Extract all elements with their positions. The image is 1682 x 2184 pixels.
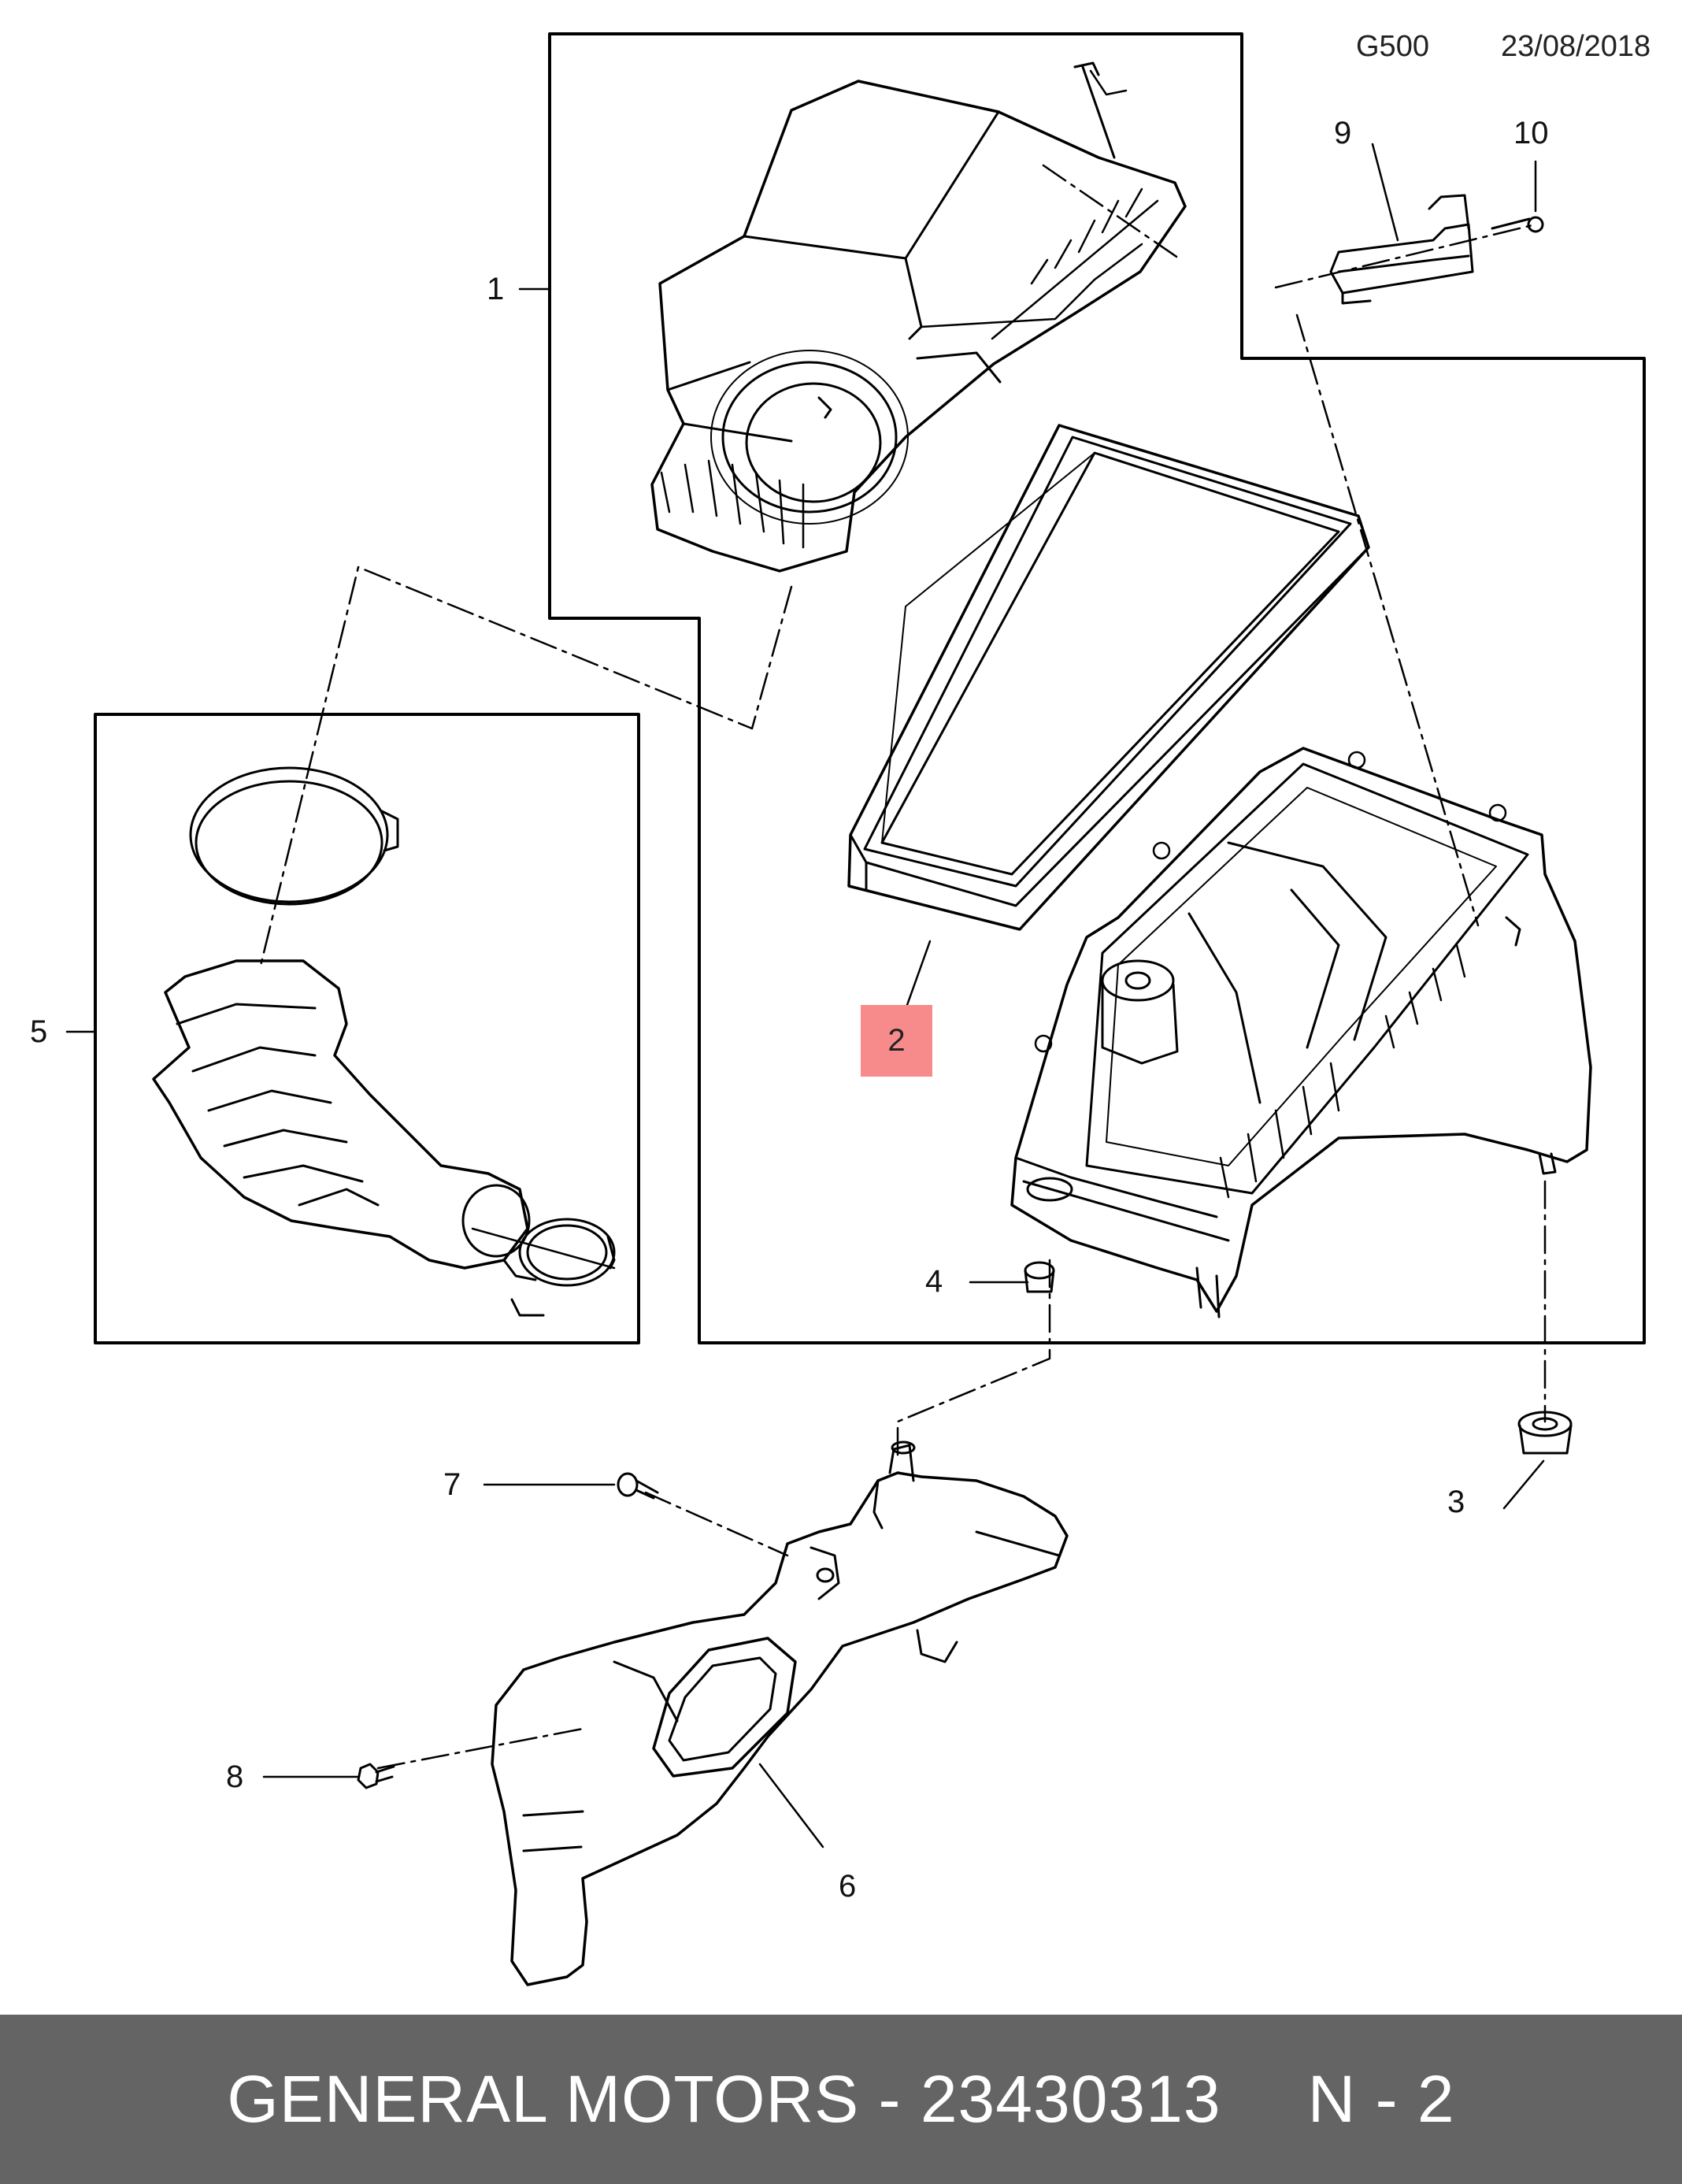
diagram-date: 23/08/2018 xyxy=(1501,30,1651,63)
exploded-parts-diagram xyxy=(65,32,1646,1986)
group-outline-duct xyxy=(94,713,640,1344)
callout-2: 2 xyxy=(887,1023,906,1058)
part-resonator xyxy=(491,1441,1069,1986)
part-bolt-8 xyxy=(357,1763,395,1789)
part-grommet-3 xyxy=(1517,1411,1573,1455)
part-screw-10 xyxy=(1491,216,1544,233)
callout-10: 10 xyxy=(1513,116,1549,150)
part-grommet-4 xyxy=(1024,1261,1055,1293)
part-sensor xyxy=(1329,194,1474,305)
callout-5: 5 xyxy=(30,1014,48,1049)
group-outline-air-cleaner xyxy=(548,32,1646,1344)
callout-7: 7 xyxy=(443,1467,461,1502)
leader-lines xyxy=(65,143,1545,1848)
connection-lines xyxy=(258,164,1547,1770)
part-air-filter xyxy=(847,424,1370,931)
banner-brand-part: GENERAL MOTORS - 23430313 xyxy=(227,2062,1221,2136)
callout-9: 9 xyxy=(1334,116,1352,150)
part-lower-housing xyxy=(1010,747,1592,1318)
part-screw-7 xyxy=(617,1472,659,1500)
callout-6: 6 xyxy=(839,1869,857,1904)
part-intake-duct xyxy=(152,766,616,1317)
diagram-code: G500 xyxy=(1356,30,1429,63)
callout-2-highlight: 2 xyxy=(861,1005,932,1077)
part-upper-housing xyxy=(650,61,1187,573)
callout-4: 4 xyxy=(925,1264,943,1299)
part-number-banner: GENERAL MOTORS - 23430313 N - 2 xyxy=(0,2015,1682,2184)
callout-3: 3 xyxy=(1447,1485,1465,1519)
callout-1: 1 xyxy=(487,272,505,306)
banner-ref: N - 2 xyxy=(1307,2062,1455,2136)
banner-text: GENERAL MOTORS - 23430313 N - 2 xyxy=(227,2061,1454,2138)
callout-8: 8 xyxy=(226,1759,244,1794)
